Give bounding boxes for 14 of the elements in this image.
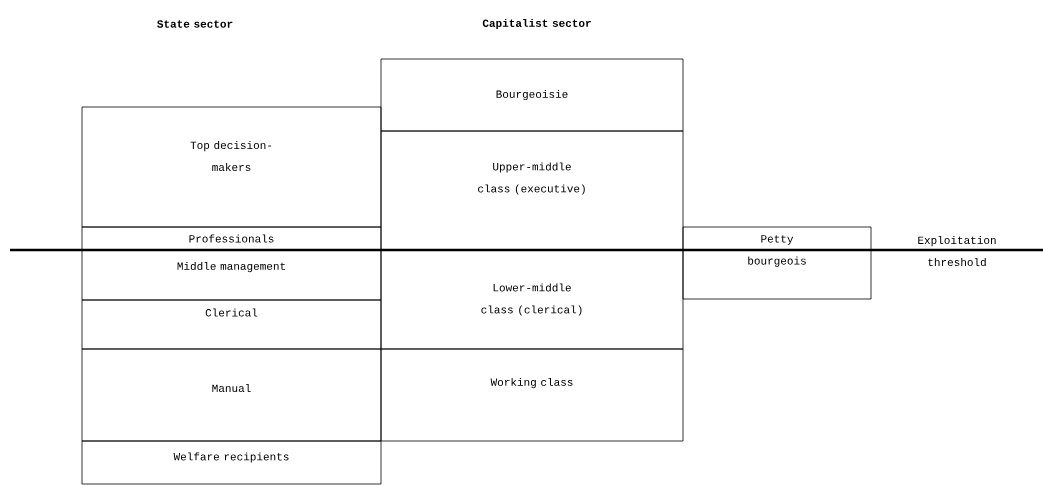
class-box: Petty bourgeois <box>682 226 872 300</box>
class-box: Clerical <box>81 299 382 350</box>
class-box: Lower-middle class (clerical) <box>380 249 684 350</box>
class-box: Professionals <box>81 226 382 251</box>
column-heading: State sector <box>157 20 233 28</box>
class-box: Bourgeoisie <box>380 58 684 132</box>
column-heading: Capitalist sector <box>482 18 591 30</box>
threshold-label: Exploitation threshold <box>918 235 996 267</box>
class-box: Manual <box>81 348 382 442</box>
class-box: Working class <box>380 348 684 442</box>
class-box: Middle management <box>81 249 382 301</box>
class-box: Welfare recipients <box>81 440 382 485</box>
class-box: Top decision-makers <box>81 106 382 228</box>
class-box: Upper-middle class (executive) <box>380 130 684 251</box>
